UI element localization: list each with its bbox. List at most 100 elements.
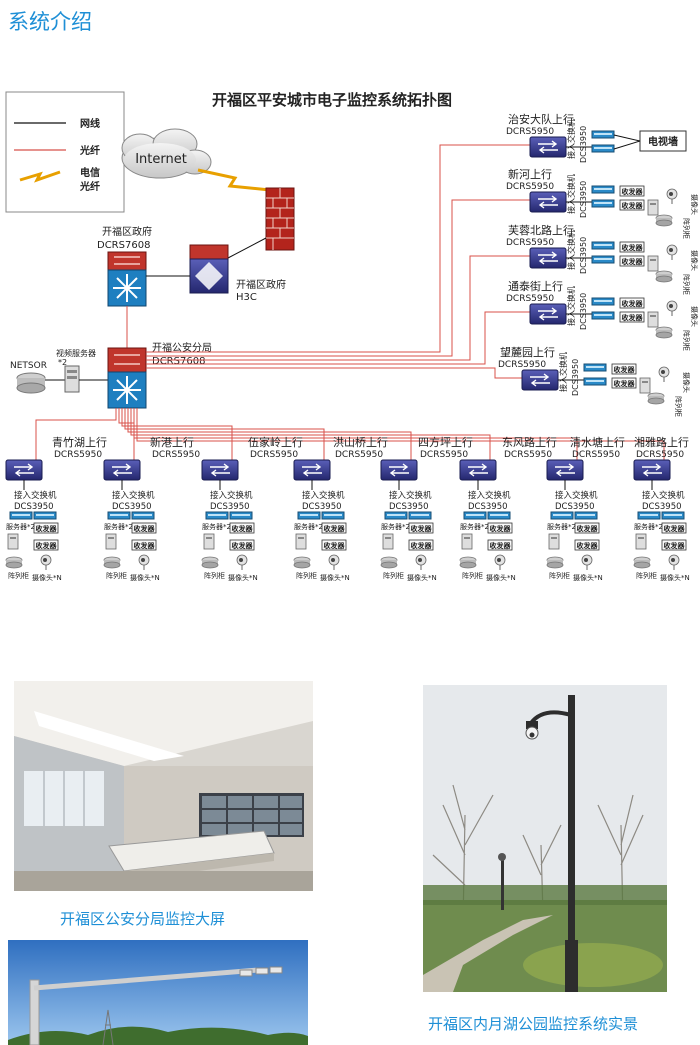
fiber-link — [146, 144, 530, 353]
bottom-site-array-icon — [103, 556, 121, 569]
bottom-site-access-label: 接入交换机 — [555, 490, 598, 501]
right-site-array-label: 阵列柜 — [674, 396, 683, 417]
fiber-link — [35, 408, 117, 460]
right-site-access-label: 接入交换机 — [558, 352, 568, 392]
gov-core-model: DCRS7608 — [97, 240, 150, 251]
fiber-link — [146, 367, 522, 379]
right-site-transceiver: 收发器 — [619, 297, 645, 309]
right-site-camera-label: 摄像头 — [682, 372, 691, 393]
right-site-camera-label: 摄像头 — [690, 194, 699, 215]
bottom-site-model: DCRS5950 — [54, 450, 102, 460]
right-site-uplink-switch-icon — [521, 369, 559, 391]
right-site-model: DCRS5950 — [506, 182, 554, 192]
topology-diagram: 开福区平安城市电子监控系统拓扑图 网线 光纤 电信 光纤 Internet — [5, 91, 699, 582]
bottom-site-access-switch-icon — [131, 511, 155, 520]
diagram-title: 开福区平安城市电子监控系统拓扑图 — [212, 91, 452, 109]
bottom-site-uplink-switch-icon — [5, 459, 43, 481]
fiber-link — [146, 255, 530, 361]
right-site-access-switch-icon — [591, 185, 615, 194]
netsor-label: NETSOR — [10, 361, 47, 371]
right-site-access-switch-icon — [591, 241, 615, 250]
bottom-site-server-label: 服务器*2 — [460, 522, 489, 531]
right-site-transceiver-text: 收发器 — [622, 257, 644, 266]
right-site-access-model: DCS3950 — [579, 181, 588, 218]
fiber-link — [146, 311, 530, 365]
right-site-transceiver: 收发器 — [619, 255, 645, 267]
fiber-link — [118, 408, 135, 460]
fiber-link — [127, 408, 412, 460]
right-site-uplink-switch-icon — [529, 191, 567, 213]
bottom-site-uplink-switch-icon — [459, 459, 497, 481]
bottom-site-transceiver: 收发器 — [661, 522, 687, 534]
right-site-uplink-switch-icon — [529, 136, 567, 158]
bottom-site-transceiver: 收发器 — [229, 522, 255, 534]
bottom-site-transceiver-text: 收发器 — [577, 524, 599, 533]
bottom-site-access-switch-icon — [487, 511, 511, 520]
bottom-site-server-label: 服务器*2 — [294, 522, 323, 531]
police-core-switch-icon — [107, 347, 147, 409]
fiber-link — [146, 199, 530, 357]
bottom-site-transceiver: 收发器 — [408, 522, 434, 534]
bottom-site-transceiver: 收发器 — [321, 522, 347, 534]
right-site-array-icon — [655, 326, 673, 339]
right-site-transceiver-text: 收发器 — [622, 313, 644, 322]
bottom-site-access-label: 接入交换机 — [389, 490, 432, 501]
bottom-site-array-label: 阵列柜 — [204, 571, 225, 580]
bottom-site-name: 东风路上行 — [502, 436, 557, 449]
bottom-site-server-label: 服务器*2 — [381, 522, 410, 531]
right-site-array-label: 阵列柜 — [682, 274, 691, 295]
gov-core-switch-icon — [107, 251, 147, 307]
video-server-icon — [64, 365, 80, 393]
bottom-site-model: DCRS5950 — [420, 450, 468, 460]
right-site-model: DCRS5950 — [498, 360, 546, 370]
bottom-site-access-switch-icon — [33, 511, 57, 520]
bottom-site-server-icon — [105, 533, 117, 550]
bottom-site-name: 洪山桥上行 — [333, 435, 388, 449]
bottom-site-access-switch-icon — [574, 511, 598, 520]
right-site-name: 通泰街上行 — [508, 279, 563, 293]
legend-label-telecom-fiber: 光纤 — [79, 180, 100, 193]
bottom-site-transceiver-text: 收发器 — [577, 541, 599, 550]
right-site-array-label: 阵列柜 — [682, 218, 691, 239]
bottom-site-access-switch-icon — [550, 511, 574, 520]
bottom-site-array-icon — [293, 556, 311, 569]
bottom-site-camera-icon — [581, 554, 593, 570]
bottom-site-8: 湘雅路上行DCRS5950接入交换机DCS3950收发器收发器服务器*2阵列柜摄… — [633, 435, 690, 582]
legend-label-fiber: 光纤 — [79, 144, 100, 157]
right-site-array-icon — [655, 214, 673, 227]
right-site-server-icon — [639, 377, 651, 394]
right-site-camera-icon — [666, 188, 678, 204]
bottom-site-access-label: 接入交换机 — [210, 490, 253, 501]
control-room-caption: 开福区公安分局监控大屏 — [60, 910, 226, 928]
right-site-transceiver: 收发器 — [611, 363, 637, 375]
bottom-site-name: 清水塘上行 — [570, 435, 625, 449]
bottom-site-access-model: DCS3950 — [112, 502, 152, 512]
fiber-links — [35, 144, 665, 460]
bottom-site-server-label: 服务器*2 — [202, 522, 231, 531]
bottom-site-server-icon — [7, 533, 19, 550]
bottom-site-transceiver: 收发器 — [661, 539, 687, 551]
bottom-site-1: 青竹湖上行DCRS5950接入交换机DCS3950收发器收发器服务器*2阵列柜摄… — [5, 435, 107, 582]
bottom-site-access-switch-icon — [321, 511, 345, 520]
bottom-site-camera-icon — [40, 554, 52, 570]
legend-label-telecom: 电信 — [80, 166, 100, 179]
right-site-access-model: DCS3950 — [571, 359, 580, 396]
right-site-transceiver: 收发器 — [611, 377, 637, 389]
bottom-site-access-switch-icon — [9, 511, 33, 520]
bottom-site-name: 青竹湖上行 — [52, 435, 107, 449]
bottom-site-uplink-switch-icon — [201, 459, 239, 481]
bottom-site-camera-label: 摄像头*N — [32, 573, 62, 582]
bottom-site-access-label: 接入交换机 — [468, 490, 511, 501]
bottom-site-transceiver: 收发器 — [33, 539, 59, 551]
right-site-name: 望麓园上行 — [500, 346, 555, 359]
fiber-link — [130, 408, 491, 460]
police-core-model: DCRS7608 — [152, 356, 205, 367]
bottom-site-camera-icon — [328, 554, 340, 570]
gov-router-model: H3C — [236, 292, 257, 303]
legend: 网线 光纤 电信 光纤 — [5, 91, 125, 213]
bottom-site-transceiver-text: 收发器 — [134, 541, 156, 550]
right-site-transceiver-text: 收发器 — [622, 187, 644, 196]
